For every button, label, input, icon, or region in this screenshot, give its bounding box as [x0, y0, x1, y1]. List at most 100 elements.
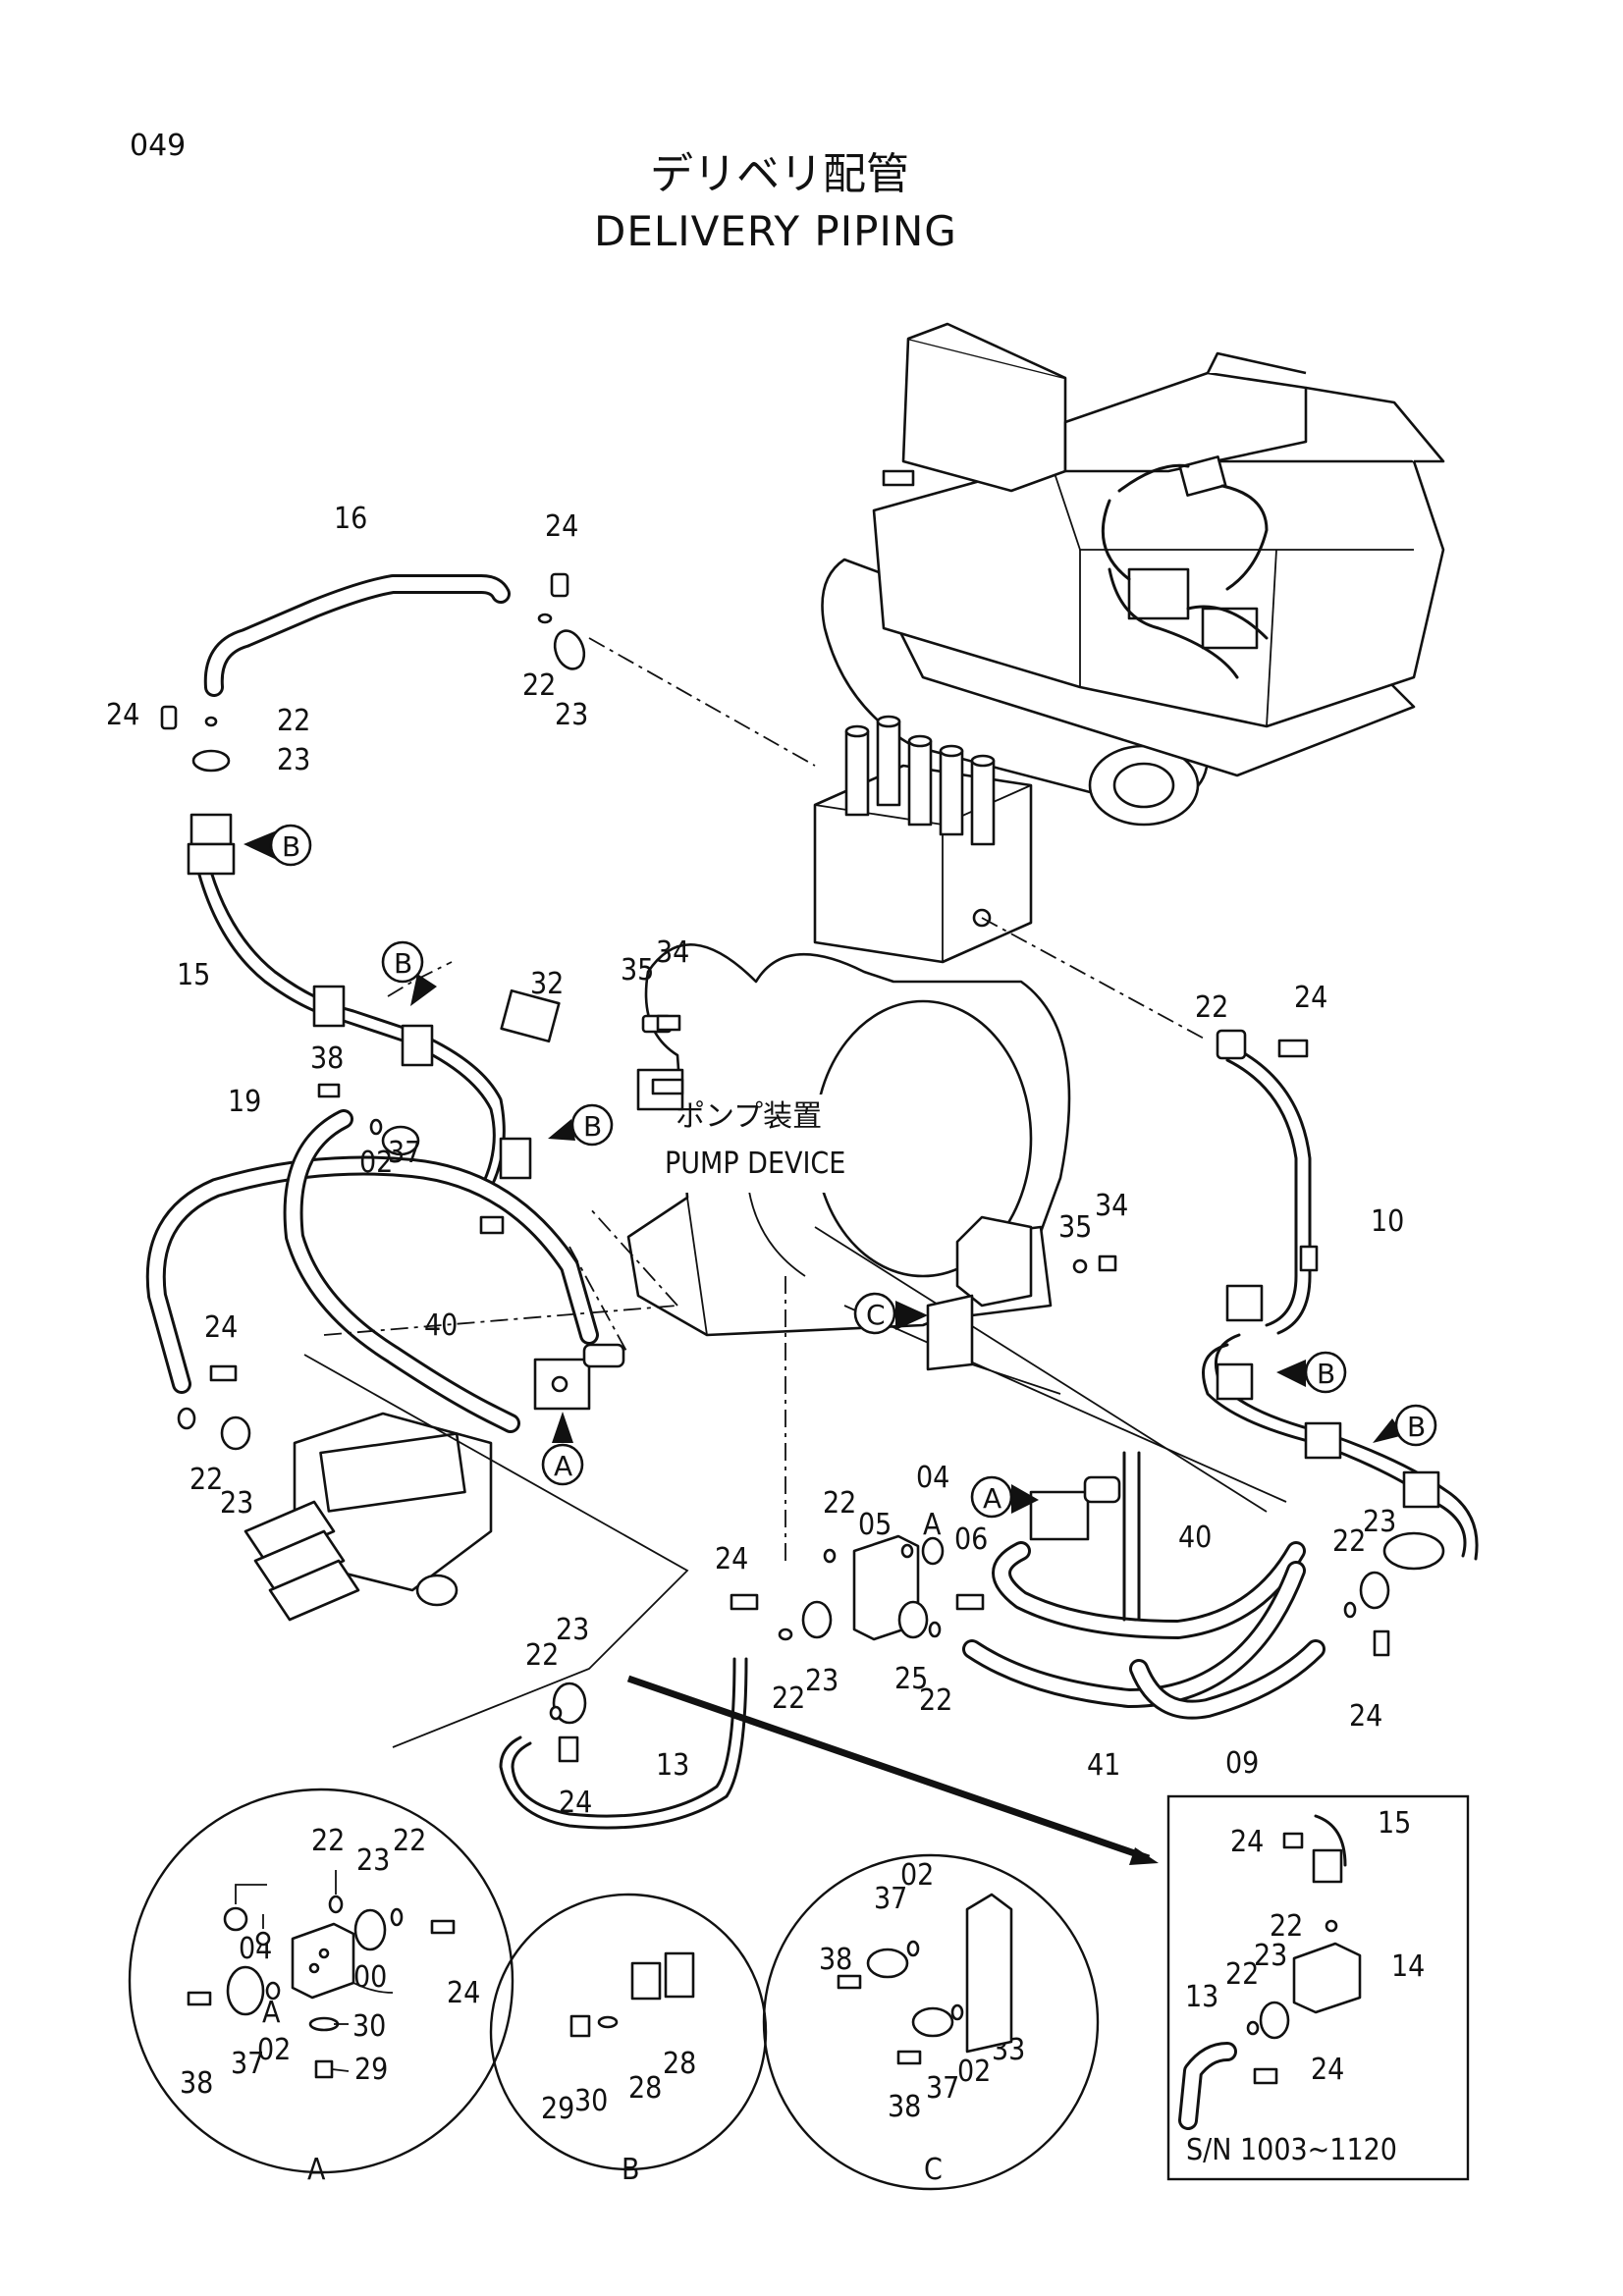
svg-text:S/N 1003~1120: S/N 1003~1120 [1186, 2133, 1397, 2167]
svg-text:37: 37 [231, 2047, 264, 2081]
svg-text:A: A [307, 2153, 326, 2187]
svg-text:30: 30 [352, 2009, 386, 2044]
svg-text:22: 22 [189, 1463, 223, 1497]
svg-text:38: 38 [310, 1041, 344, 1076]
svg-text:23: 23 [220, 1486, 253, 1521]
svg-text:30: 30 [574, 2084, 608, 2118]
svg-text:24: 24 [715, 1542, 748, 1576]
svg-text:B: B [1317, 1358, 1335, 1390]
svg-text:15: 15 [1378, 1806, 1411, 1841]
callout-b-right-1: B [1276, 1351, 1347, 1394]
svg-text:B: B [394, 947, 412, 980]
svg-text:23: 23 [555, 698, 588, 732]
svg-text:24: 24 [447, 1976, 480, 2010]
svg-text:24: 24 [1311, 2053, 1344, 2087]
svg-text:25: 25 [894, 1662, 928, 1696]
svg-text:13: 13 [656, 1748, 689, 1783]
svg-text:24: 24 [1230, 1825, 1264, 1859]
callout-b-mid: B [381, 940, 437, 1006]
svg-text:22: 22 [311, 1824, 345, 1858]
svg-text:05: 05 [858, 1508, 892, 1542]
piping [145, 574, 1479, 1830]
svg-text:38: 38 [819, 1943, 852, 1977]
svg-text:24: 24 [204, 1310, 238, 1345]
svg-text:13: 13 [1185, 1980, 1218, 2014]
svg-text:02: 02 [257, 2033, 291, 2067]
svg-text:23: 23 [556, 1613, 589, 1647]
svg-text:23: 23 [1254, 1939, 1287, 1973]
svg-text:22: 22 [1195, 990, 1228, 1025]
svg-text:29: 29 [354, 2053, 388, 2087]
page-number: 049 [130, 129, 186, 163]
svg-text:22: 22 [919, 1683, 952, 1718]
svg-text:B: B [622, 2153, 640, 2187]
label-a-small: A [923, 1508, 942, 1542]
title-japanese: デリベリ配管 [650, 149, 909, 199]
detail-view-a: 04 A 22 23 22 00 24 30 29 02 37 38 A [128, 1788, 514, 2187]
excavator-illustration [821, 322, 1445, 827]
svg-text:24: 24 [559, 1786, 592, 1820]
svg-text:23: 23 [277, 743, 310, 777]
title-english: DELIVERY PIPING [594, 207, 957, 255]
svg-text:35: 35 [1058, 1210, 1092, 1245]
svg-text:C: C [924, 2153, 943, 2187]
svg-text:24: 24 [1294, 981, 1327, 1015]
svg-text:15: 15 [177, 958, 210, 992]
svg-text:B: B [282, 830, 300, 863]
svg-text:B: B [583, 1110, 602, 1143]
svg-text:02: 02 [957, 2055, 991, 2089]
callout-b-pump: B [548, 1103, 614, 1147]
svg-text:29: 29 [541, 2092, 574, 2126]
callout-b-top: B [243, 824, 312, 867]
svg-text:02: 02 [900, 1858, 934, 1893]
pilot-valve-illustration [243, 1412, 493, 1622]
detail-view-b: 30 28 28 29 B [489, 1893, 768, 2187]
svg-text:40: 40 [1178, 1521, 1212, 1555]
svg-text:40: 40 [424, 1308, 458, 1343]
svg-text:14: 14 [1391, 1949, 1425, 1984]
svg-text:22: 22 [1225, 1957, 1259, 1992]
svg-text:32: 32 [530, 967, 564, 1001]
svg-text:A: A [262, 1996, 281, 2030]
svg-text:22: 22 [1332, 1524, 1366, 1559]
svg-text:28: 28 [663, 2047, 696, 2081]
callout-a-left: A [541, 1412, 584, 1486]
svg-text:22: 22 [1270, 1909, 1303, 1944]
svg-text:10: 10 [1371, 1204, 1404, 1239]
callout-b-right-2: B [1373, 1404, 1437, 1447]
svg-text:02: 02 [359, 1146, 393, 1180]
pump-device-illustration [626, 943, 1071, 1337]
svg-text:24: 24 [1349, 1699, 1382, 1734]
svg-text:37: 37 [874, 1882, 907, 1916]
leader-lines [303, 637, 1287, 1865]
svg-text:09: 09 [1225, 1746, 1259, 1781]
svg-text:37: 37 [388, 1136, 421, 1170]
svg-text:A: A [554, 1450, 572, 1482]
callout-c: C [853, 1292, 928, 1335]
svg-text:38: 38 [888, 2090, 921, 2124]
svg-text:16: 16 [334, 502, 367, 536]
svg-text:23: 23 [1363, 1505, 1396, 1539]
svg-text:22: 22 [823, 1486, 856, 1521]
inset-serial-range: 15 24 22 23 14 22 13 24 S/N 1003~1120 [1166, 1794, 1470, 2181]
pump-label-japanese: ポンプ装置 [676, 1099, 822, 1134]
fittings [160, 572, 1445, 1763]
callout-a-right: A [970, 1475, 1039, 1519]
svg-text:06: 06 [954, 1522, 988, 1557]
svg-text:38: 38 [180, 2066, 213, 2101]
svg-text:22: 22 [772, 1682, 805, 1716]
svg-text:19: 19 [228, 1085, 261, 1119]
svg-text:34: 34 [656, 935, 689, 970]
svg-text:23: 23 [805, 1664, 839, 1698]
svg-text:C: C [866, 1299, 886, 1331]
main-part-labels: 16 24 22 23 24 22 23 15 32 35 34 38 02 3… [106, 502, 1404, 1820]
svg-text:41: 41 [1087, 1748, 1120, 1783]
svg-text:35: 35 [621, 953, 654, 988]
svg-text:28: 28 [628, 2071, 662, 2106]
svg-text:23: 23 [356, 1843, 390, 1878]
detail-view-c: 02 37 38 33 02 37 38 C [762, 1853, 1100, 2191]
pump-label-english: PUMP DEVICE [665, 1147, 845, 1181]
svg-text:37: 37 [926, 2071, 959, 2106]
control-valve-illustration [813, 715, 1033, 964]
